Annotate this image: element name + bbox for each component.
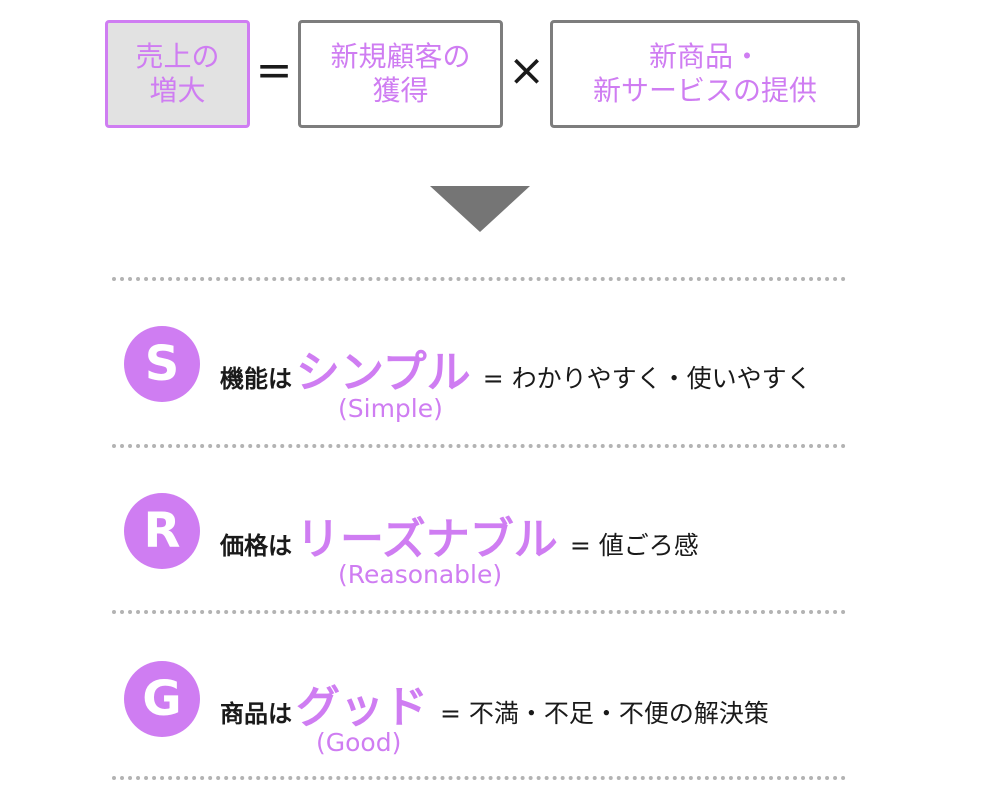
equals-sign: =	[255, 45, 293, 96]
reasonable-keyword: リーズナブル	[296, 514, 558, 565]
good-meaning: = 不満・不足・不便の解決策	[440, 699, 769, 728]
down-arrow-icon	[430, 186, 530, 232]
new-products-line-2: 新サービスの提供	[592, 74, 817, 107]
letter-r-badge: R	[124, 493, 200, 569]
reasonable-english: (Reasonable)	[338, 560, 503, 589]
letter-g-badge: G	[124, 661, 200, 737]
new-products-line-1: 新商品・	[648, 39, 761, 73]
sales-increase-line-2: 増大	[149, 74, 206, 107]
reasonable-row: 価格は リーズナブル = 値ごろ感	[220, 503, 699, 565]
dotted-separator	[112, 776, 846, 780]
dotted-separator	[112, 610, 846, 614]
sales-increase-line-1: 売上の	[135, 39, 220, 73]
good-english: (Good)	[316, 728, 402, 757]
dotted-separator	[112, 277, 846, 281]
new-customers-line-1: 新規顧客の	[330, 39, 471, 73]
dotted-separator	[112, 444, 846, 448]
new-customers-line-2: 獲得	[372, 74, 429, 107]
simple-subject: 機能は	[220, 365, 292, 393]
new-products-box: 新商品・ 新サービスの提供	[550, 20, 860, 128]
reasonable-subject: 価格は	[220, 532, 292, 560]
sales-increase-box: 売上の 増大	[105, 20, 250, 128]
new-customers-box: 新規顧客の 獲得	[298, 20, 503, 128]
simple-keyword: シンプル	[296, 347, 471, 398]
simple-english: (Simple)	[338, 394, 443, 423]
multiply-sign: ×	[508, 45, 545, 96]
letter-s-badge: S	[124, 326, 200, 402]
good-subject: 商品は	[220, 700, 292, 728]
reasonable-meaning: = 値ごろ感	[569, 531, 699, 560]
simple-meaning: = わかりやすく・使いやすく	[482, 364, 812, 393]
good-row: 商品は グッド = 不満・不足・不便の解決策	[220, 671, 769, 733]
simple-row: 機能は シンプル = わかりやすく・使いやすく	[220, 336, 812, 398]
good-keyword: グッド	[296, 682, 428, 733]
